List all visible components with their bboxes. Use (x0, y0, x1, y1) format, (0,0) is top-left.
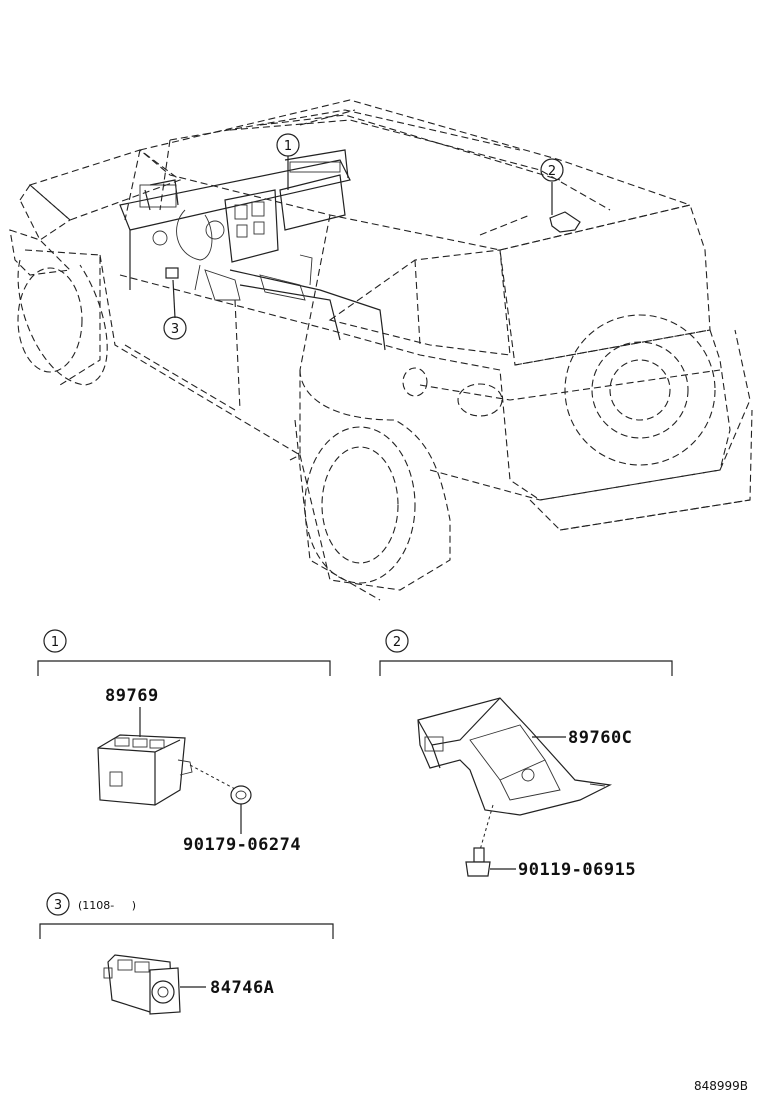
part-label-84746A[interactable]: 84746A (210, 978, 274, 998)
section-1: 1 89769 90179-06274 (37, 629, 331, 855)
section-3-number: 3 (54, 898, 62, 913)
part-label-89760C[interactable]: 89760C (568, 728, 632, 748)
part-90119-06915-drawing[interactable] (465, 847, 491, 877)
section-3: 3 (1108- ) 84746A (39, 892, 334, 1015)
part-label-90179-06274[interactable]: 90179-06274 (183, 835, 301, 855)
part-84746A-drawing[interactable] (103, 954, 181, 1015)
part-89760C-drawing[interactable] (417, 697, 612, 816)
callout-3-label: 3 (171, 322, 179, 337)
part-label-89769[interactable]: 89769 (105, 686, 159, 706)
section-2-number: 2 (393, 635, 401, 650)
callout-leaders (172, 156, 553, 319)
section-1-number: 1 (51, 635, 59, 650)
callout-1-label: 1 (284, 139, 292, 154)
diagram-reference: 848999B (694, 1079, 748, 1093)
section-3-note: (1108- ) (78, 899, 136, 912)
callout-2[interactable]: 2 (540, 158, 564, 182)
callout-3[interactable]: 3 (163, 316, 187, 340)
part-89769-drawing[interactable] (97, 734, 193, 806)
callout-1[interactable]: 1 (276, 133, 300, 157)
vehicle-illustration (9, 99, 753, 601)
section-2: 2 89760C 90119-06915 (379, 629, 673, 880)
callout-2-label: 2 (548, 164, 556, 179)
part-label-90119-06915[interactable]: 90119-06915 (518, 860, 636, 880)
part-90179-06274-drawing[interactable] (230, 785, 252, 805)
